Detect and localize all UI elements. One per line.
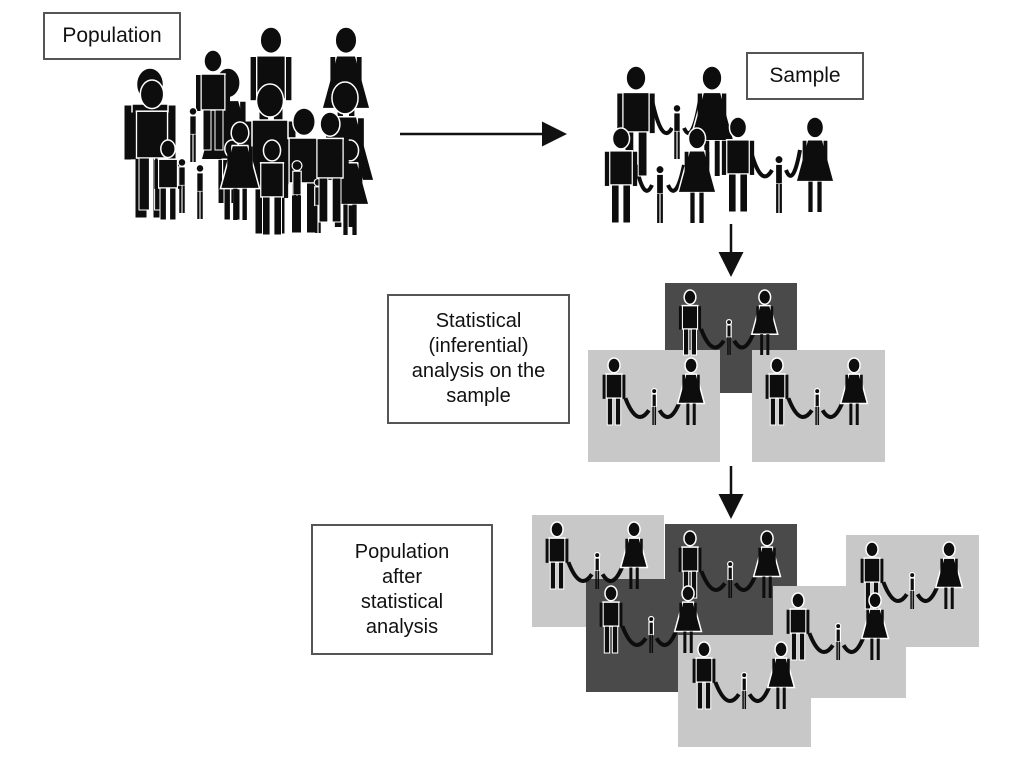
after-family-1 [545,521,649,590]
sample-man-1-icon [617,65,655,177]
after-family-6-child-icon [741,671,748,709]
sample-woman-3-icon [795,116,835,212]
after-family-2 [678,530,782,599]
analysis-family-left-arm-left [623,397,651,419]
after-family-3-woman-icon [934,541,964,609]
analysis-label: Statistical (inferential) analysis on th… [387,294,570,424]
sample-label: Sample [746,52,864,100]
population-person-6-icon [188,106,198,162]
population-person-4-icon [196,49,230,151]
after-family-6 [692,641,796,710]
after-family-4 [599,585,703,654]
after-family-2-arm-left [699,570,727,592]
sample-label-text: Sample [769,63,841,87]
after-family-1-child-icon [594,551,601,589]
analysis-label-text: Statistical (inferential) analysis on th… [411,310,546,407]
after-family-3-child-icon [909,571,916,609]
sample-woman-2-icon [677,127,717,223]
after-family-1-woman-icon [619,521,649,589]
population-person-13-icon [291,160,303,230]
analysis-family-right-arm-left [786,397,814,419]
analysis-family-back-arm-left [699,328,726,350]
sample-arm-1 [650,99,674,135]
flow-arrows [400,121,744,519]
analysis-family-back-child-icon [725,319,733,355]
after-family-6-woman-icon [766,641,796,709]
sample-child-3-icon [774,154,784,213]
population-label: Population [43,12,181,60]
analysis-family-left-child-icon [651,387,658,425]
sample-arm-4 [666,164,686,193]
after-family-1-arm-left [566,561,594,583]
analysis-family-right-woman-icon [839,357,869,425]
people-figures [124,26,964,710]
sample-child-1-icon [672,103,682,159]
sample-man-3-icon [721,116,755,213]
population-label-text: Population [62,23,162,47]
analysis-family-back-man-icon [678,289,702,356]
sample-arm-3 [634,164,654,193]
population-person-14-icon [255,139,289,236]
family-panels [532,283,979,747]
after-analysis-label: Population after statistical analysis [311,524,493,655]
analysis-family-right [765,357,869,426]
after-analysis-label-text: Population after statistical analysis [354,540,450,638]
analysis-family-back-woman-icon [750,289,779,355]
analysis-family-left [602,357,706,426]
after-family-5-woman-icon [860,592,890,660]
analysis-family-back [678,289,779,356]
after-family-1-man-icon [545,521,569,590]
analysis-family-left-man-icon [602,357,626,426]
sample-arm-6 [784,149,802,178]
sample-arm-5 [750,154,774,179]
after-family-2-child-icon [727,560,734,598]
sample-child-2-icon [655,164,665,223]
analysis-family-right-man-icon [765,357,789,426]
after-family-4-child-icon [648,615,655,653]
population-person-17-icon [177,157,187,213]
after-family-3-arm-left [881,581,909,603]
after-family-4-man-icon [599,585,623,654]
sample-man-2-icon [604,127,638,224]
population-person-18-icon [219,121,261,220]
after-family-6-arm-left [713,681,741,703]
after-family-5 [786,592,890,661]
after-family-3 [860,541,964,610]
population-person-10-icon [195,163,205,219]
after-family-4-woman-icon [673,585,703,653]
sample-group [604,65,835,224]
analysis-family-right-child-icon [814,387,821,425]
after-family-2-woman-icon [752,530,782,598]
after-family-6-man-icon [692,641,716,710]
after-family-5-child-icon [835,622,842,660]
population-person-19-icon [311,111,349,223]
analysis-family-left-woman-icon [676,357,706,425]
after-family-5-arm-left [807,632,835,654]
after-family-4-arm-left [620,625,648,647]
after-family-5-man-icon [786,592,810,661]
